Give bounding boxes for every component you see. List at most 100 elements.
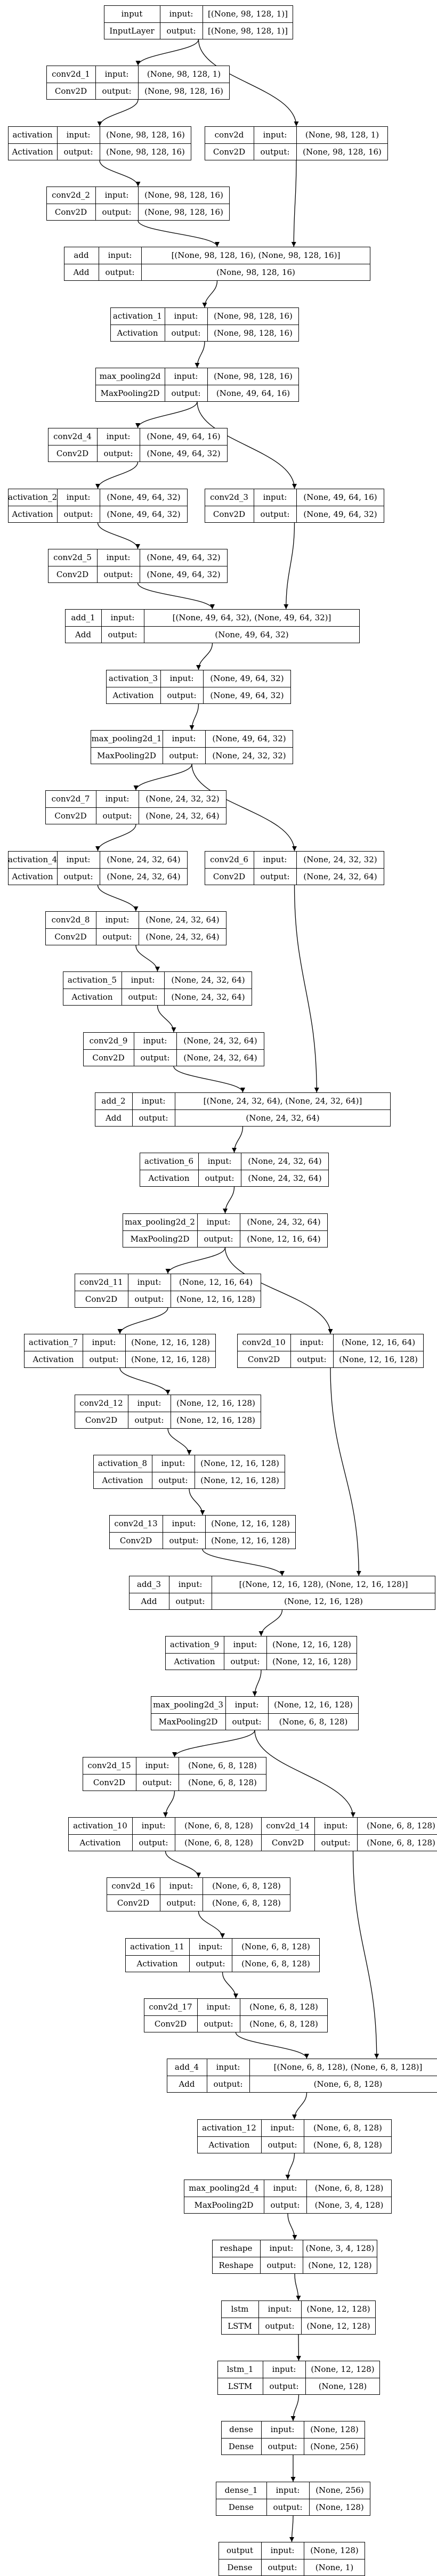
input-label: input: [323, 1821, 348, 1830]
output-label: output: [266, 2261, 296, 2270]
row-divider [107, 1894, 290, 1895]
output-shape: (None, 3, 4, 128) [314, 2200, 384, 2210]
input-label: input: [276, 2485, 300, 2495]
output-shape: (None, 128) [318, 2381, 367, 2391]
output-label: output: [128, 992, 158, 1002]
layer-type: Reshape [218, 2261, 254, 2270]
edge-conv2d-9-to-add-2 [173, 1066, 245, 1093]
layer-name: conv2d_5 [53, 553, 92, 562]
layer-type: Conv2D [117, 1898, 150, 1908]
input-shape: [(None, 12, 16, 128), (None, 12, 16, 128… [239, 1579, 408, 1589]
row-divider [123, 1230, 328, 1231]
input-shape: (None, 49, 64, 16) [303, 492, 377, 502]
layer-name: activation_4 [8, 855, 58, 864]
input-shape: (None, 12, 128) [306, 2304, 370, 2314]
output-label: output: [102, 207, 132, 217]
layer-type: Conv2D [85, 1415, 118, 1425]
input-label: input: [263, 855, 287, 864]
input-shape: (None, 12, 128) [311, 2364, 375, 2374]
input-shape: (None, 3, 4, 128) [305, 2243, 375, 2253]
output-shape: (None, 6, 8, 128) [212, 1898, 281, 1908]
input-shape: [(None, 49, 64, 32), (None, 49, 64, 32)] [172, 613, 331, 622]
edge-max-pooling2d-2-to-conv2d-10 [224, 1247, 333, 1334]
edge-conv2d-2-to-add [137, 220, 220, 247]
input-label: input: [169, 674, 194, 683]
output-label: output: [260, 147, 290, 157]
output-shape: (None, 6, 8, 128) [313, 2079, 383, 2089]
output-label: output: [269, 2381, 299, 2391]
input-shape: (None, 128) [310, 2425, 359, 2434]
output-shape: (None, 12, 128) [306, 2321, 370, 2331]
input-label: input: [216, 2062, 240, 2072]
layer-name: activation_2 [8, 492, 58, 502]
output-shape: (None, 49, 64, 32) [147, 449, 221, 458]
output-shape: (None, 12, 128) [308, 2261, 372, 2270]
layer-name: conv2d_17 [149, 2002, 192, 2012]
output-label: output: [102, 932, 132, 942]
edge-activation-8-to-conv2d-13 [189, 1488, 205, 1516]
output-shape: (None, 12, 16, 128) [176, 1415, 255, 1425]
input-label: input: [169, 9, 193, 19]
output-shape: (None, 6, 8, 128) [188, 1778, 257, 1787]
input-shape: [(None, 98, 128, 1)] [208, 9, 288, 19]
edge-max-pooling2d-2-to-conv2d-11 [165, 1247, 226, 1274]
input-label: input: [137, 1277, 161, 1287]
layer-type: MaxPooling2D [194, 2200, 254, 2210]
output-label: output: [204, 1234, 233, 1244]
output-shape: (None, 24, 32, 64) [145, 932, 220, 942]
input-label: input: [270, 2425, 295, 2434]
layer-name: activation_8 [98, 1459, 148, 1468]
layer-type: Activation [12, 509, 53, 519]
layer-name: activation_6 [144, 1156, 194, 1166]
output-label: output: [260, 509, 290, 519]
output-shape: (None, 24, 32, 64) [246, 1113, 320, 1123]
input-label: input: [106, 432, 131, 441]
output-shape: (None, 6, 8, 128) [241, 1959, 310, 1969]
input-shape: (None, 24, 32, 64) [145, 915, 220, 925]
input-label: input: [263, 130, 287, 140]
edge-add-4-to-activation-12 [292, 2092, 307, 2120]
layer-type: MaxPooling2D [100, 388, 160, 398]
edge-conv2d-17-to-add-4 [235, 2032, 309, 2059]
input-label: input: [161, 1459, 185, 1468]
input-shape: (None, 12, 16, 128) [272, 1640, 351, 1649]
layer-name: conv2d_6 [210, 855, 248, 864]
edge-add-3-to-activation-9 [258, 1609, 283, 1637]
edge-dense-1-to-output [289, 2515, 295, 2542]
edge-conv2d-11-to-activation-7 [117, 1307, 168, 1334]
output-label: output: [230, 1657, 260, 1666]
input-shape: (None, 49, 64, 32) [210, 674, 284, 683]
input-shape: (None, 12, 16, 64) [179, 1277, 253, 1287]
edge-activation-2-to-conv2d-5 [97, 522, 141, 549]
layer-name: activation_12 [202, 2123, 256, 2133]
input-label: input: [270, 2123, 295, 2133]
layer-name: activation_5 [67, 975, 117, 985]
layer-type: LSTM [228, 2321, 252, 2331]
input-label: input: [174, 311, 198, 321]
row-divider [91, 747, 293, 748]
input-label: input: [233, 1640, 257, 1649]
output-shape: (None, 12, 16, 128) [211, 1536, 290, 1545]
layer-name: conv2d_13 [114, 1519, 158, 1528]
output-shape: (None, 49, 64, 32) [147, 570, 221, 579]
input-label: input: [268, 2304, 292, 2314]
output-shape: (None, 24, 32, 32) [212, 751, 286, 760]
layer-name: max_pooling2d_3 [153, 1700, 223, 1710]
layer-name: input [121, 9, 143, 19]
output-label: output: [169, 751, 199, 760]
output-shape: (None, 49, 64, 32) [210, 691, 284, 700]
output-shape: (None, 6, 8, 128) [279, 1717, 348, 1727]
